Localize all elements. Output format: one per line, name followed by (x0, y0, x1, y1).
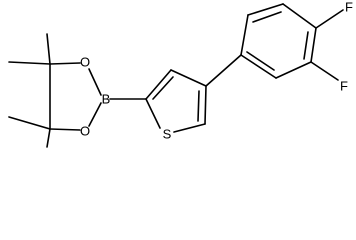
bond-b-o-top (88, 68, 102, 96)
bond-c4-c5 (204, 85, 207, 125)
bond-s-c2 (145, 98, 161, 129)
bond-ph-5 (275, 61, 312, 79)
fluorine-bottom-atom-label: F (340, 79, 348, 94)
sulfur-atom-label: S (163, 127, 172, 142)
bond-o-top-c (49, 62, 81, 65)
bond-c2-c3-inner (152, 76, 174, 100)
bond-b-o-bottom (88, 102, 102, 127)
bond-c3-c4 (170, 69, 207, 87)
bond-o-bottom-c (49, 128, 81, 131)
bond-c4-c5-inner (197, 90, 200, 122)
oxygen-top-atom-label: O (80, 55, 90, 70)
bond-ph-3 (282, 3, 317, 29)
methyl-3 (8, 116, 51, 130)
bond-ph-1 (240, 14, 249, 56)
bond-ph-6 (240, 54, 277, 79)
boron-atom-label: B (102, 92, 111, 107)
bond-c-f-top (315, 9, 344, 29)
bond-ph-2-inner (252, 11, 282, 23)
bond-ph-6-inner (246, 51, 275, 71)
methyl-1 (46, 33, 51, 65)
bond-c-f-bottom (310, 61, 339, 81)
fluorine-top-atom-label: F (345, 0, 353, 15)
methyl-2 (8, 61, 51, 65)
atom-labels: B O O S F F (80, 0, 353, 142)
molecule-drawing: B O O S F F (8, 0, 353, 148)
bond-c4-aryl (205, 54, 242, 87)
methyl-4 (46, 128, 51, 148)
oxygen-bottom-atom-label: O (80, 124, 90, 139)
bond-ph-4 (310, 27, 317, 63)
bond-ph-4-inner (303, 31, 309, 60)
bond-ph-2 (247, 3, 284, 16)
bond-c5-s (173, 123, 206, 133)
structure-diagram: B O O S F F (8, 0, 353, 148)
bond-lines (8, 3, 344, 148)
bond-c2-c3 (145, 69, 172, 100)
